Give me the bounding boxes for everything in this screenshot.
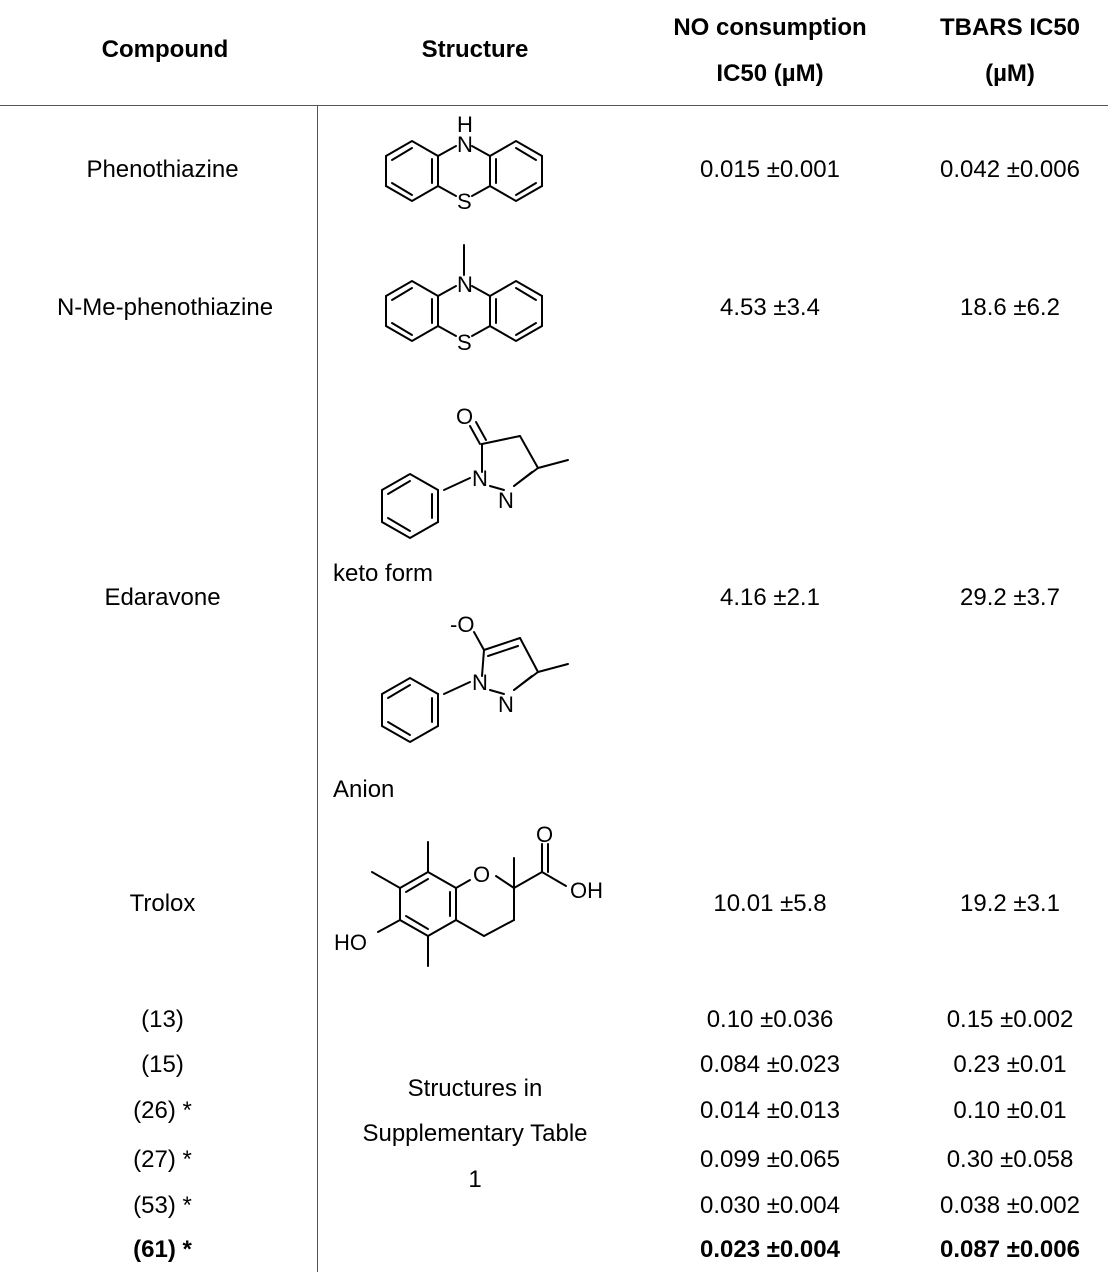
row-2-no: 4.53 ±3.4 bbox=[720, 294, 820, 321]
row-2-compound: N-Me-phenothiazine bbox=[56, 294, 274, 321]
row-10-no: 0.023 ±0.004 bbox=[700, 1236, 840, 1263]
header-no-line1: NO consumption bbox=[673, 14, 867, 41]
row-6-compound: (15) bbox=[141, 1051, 184, 1078]
row-10-compound: (61) * bbox=[133, 1236, 192, 1263]
row-7-compound: (26) * bbox=[133, 1097, 192, 1124]
row-8-compound: (27) * bbox=[133, 1146, 192, 1173]
atom-oh: OH bbox=[570, 878, 603, 903]
header-compound: Compound bbox=[101, 36, 229, 63]
n-me-phenothiazine-structure: N S bbox=[385, 244, 543, 355]
row-9-compound: (53) * bbox=[133, 1192, 192, 1219]
row-10-tbars: 0.087 ±0.006 bbox=[940, 1236, 1080, 1263]
header-rule bbox=[0, 105, 1108, 106]
atom-h: H bbox=[457, 112, 473, 137]
trolox-structure: O O OH HO bbox=[334, 822, 603, 967]
row-3-compound: Edaravone bbox=[104, 584, 221, 611]
atom-n: N bbox=[457, 132, 473, 157]
supp-note-line1: Structures in bbox=[407, 1075, 543, 1102]
atom-o-minus: -O bbox=[450, 612, 474, 637]
row-4-compound: Trolox bbox=[129, 890, 196, 917]
atom-n1: N bbox=[472, 670, 488, 695]
atom-n: N bbox=[457, 272, 473, 297]
row-1-tbars: 0.042 ±0.006 bbox=[940, 156, 1080, 183]
phenothiazine-structure: H N S bbox=[385, 112, 543, 214]
row-1-compound: Phenothiazine bbox=[86, 156, 239, 183]
row-2-tbars: 18.6 ±6.2 bbox=[960, 294, 1060, 321]
column-divider bbox=[317, 106, 318, 1272]
row-4-tbars: 19.2 ±3.1 bbox=[960, 890, 1060, 917]
row-9-tbars: 0.038 ±0.002 bbox=[940, 1192, 1080, 1219]
row-6-tbars: 0.23 ±0.01 bbox=[953, 1051, 1067, 1078]
header-no-line2: IC50 (µM) bbox=[716, 60, 824, 87]
atom-n2: N bbox=[498, 488, 514, 513]
atom-ho: HO bbox=[334, 930, 367, 955]
atom-o-carbonyl: O bbox=[536, 822, 553, 847]
row-3-tbars: 29.2 ±3.7 bbox=[960, 584, 1060, 611]
row-8-no: 0.099 ±0.065 bbox=[700, 1146, 840, 1173]
header-tbars-line2: (µM) bbox=[985, 60, 1035, 87]
atom-s: S bbox=[457, 189, 472, 214]
edaravone-keto-structure: O N N bbox=[381, 404, 569, 540]
row-5-tbars: 0.15 ±0.002 bbox=[946, 1006, 1074, 1033]
header-structure: Structure bbox=[421, 36, 529, 63]
keto-form-label: keto form bbox=[333, 560, 434, 587]
anion-label: Anion bbox=[333, 776, 395, 803]
row-1-no: 0.015 ±0.001 bbox=[700, 156, 840, 183]
atom-n2: N bbox=[498, 692, 514, 717]
row-5-no: 0.10 ±0.036 bbox=[706, 1006, 834, 1033]
row-7-no: 0.014 ±0.013 bbox=[700, 1097, 840, 1124]
atom-s: S bbox=[457, 330, 472, 355]
row-8-tbars: 0.30 ±0.058 bbox=[946, 1146, 1074, 1173]
atom-o: O bbox=[456, 404, 473, 429]
edaravone-anion-structure: -O N N bbox=[381, 612, 569, 744]
row-3-no: 4.16 ±2.1 bbox=[720, 584, 820, 611]
atom-o-ring: O bbox=[473, 862, 490, 887]
row-6-no: 0.084 ±0.023 bbox=[700, 1051, 840, 1078]
row-5-compound: (13) bbox=[141, 1006, 184, 1033]
row-7-tbars: 0.10 ±0.01 bbox=[953, 1097, 1067, 1124]
atom-n1: N bbox=[472, 466, 488, 491]
row-9-no: 0.030 ±0.004 bbox=[700, 1192, 840, 1219]
supp-note-line2: Supplementary Table bbox=[362, 1120, 588, 1147]
supp-note-line3: 1 bbox=[468, 1166, 482, 1193]
row-4-no: 10.01 ±5.8 bbox=[713, 890, 827, 917]
header-tbars-line1: TBARS IC50 bbox=[939, 14, 1081, 41]
